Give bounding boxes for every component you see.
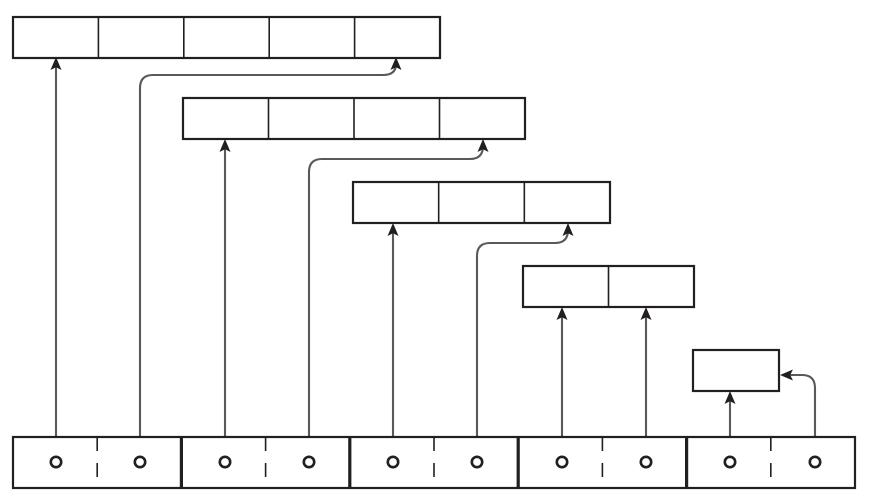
pointer-dot-4[interactable] <box>302 455 316 469</box>
link-dot8-to-level2-right <box>640 307 652 452</box>
level-1-node[interactable] <box>691 348 781 393</box>
level-2-node[interactable] <box>521 264 696 309</box>
level-5-node[interactable] <box>11 15 442 60</box>
level-3-node[interactable] <box>351 180 612 225</box>
base-sequence-row[interactable] <box>11 435 857 490</box>
pointer-dot-3[interactable] <box>218 455 232 469</box>
pointer-dot-9[interactable] <box>723 455 737 469</box>
link-dot2-to-level5-right <box>138 57 402 452</box>
pointer-dot-2[interactable] <box>133 455 147 469</box>
pointer-dot-5[interactable] <box>386 455 400 469</box>
pointer-dot-8[interactable] <box>639 455 653 469</box>
pointer-dot-6[interactable] <box>470 455 484 469</box>
link-dot7-to-level2 <box>556 307 568 452</box>
link-dot3-to-level4 <box>219 139 231 452</box>
link-dot6-to-level3-right <box>475 223 574 452</box>
pointer-dot-10[interactable] <box>808 455 822 469</box>
link-dot4-to-level4-right <box>307 139 489 452</box>
pointer-dot-7[interactable] <box>555 455 569 469</box>
link-dot1-to-level5 <box>50 57 62 452</box>
pointer-dot-1[interactable] <box>49 455 63 469</box>
connector-layer <box>50 57 817 452</box>
level-4-node[interactable] <box>181 96 527 141</box>
link-dot5-to-level3 <box>387 223 399 452</box>
link-dot10-to-level1-side <box>780 369 817 452</box>
